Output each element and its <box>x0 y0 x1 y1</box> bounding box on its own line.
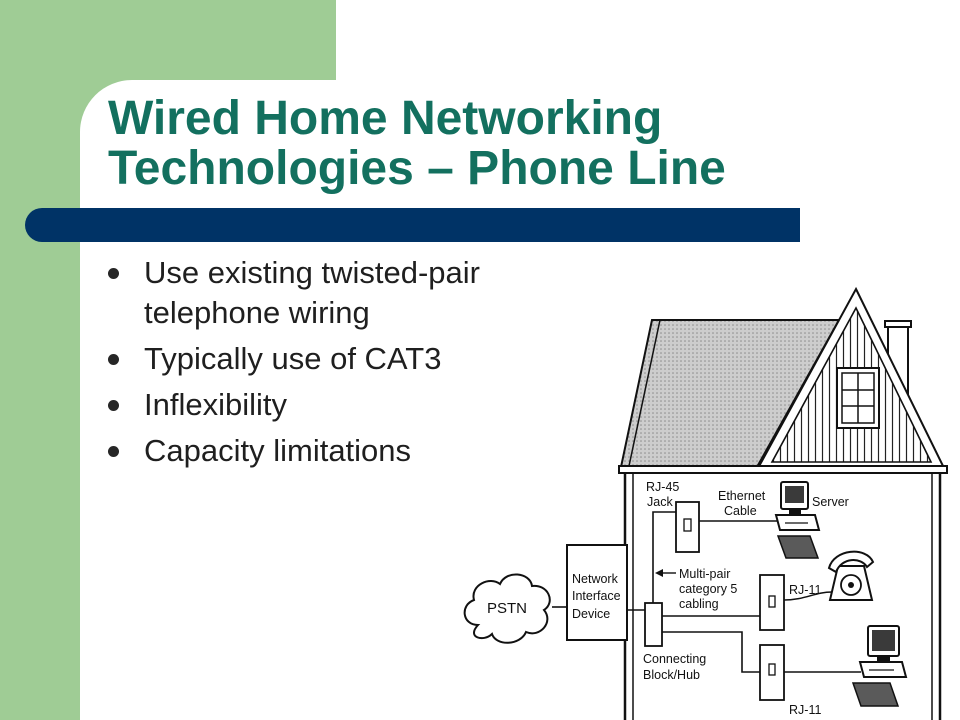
network-interface-device <box>566 544 628 641</box>
cabling-label-line: category 5 <box>679 582 737 596</box>
chimney-cap <box>884 320 912 328</box>
server-monitor-stand <box>789 509 801 514</box>
bullet-dot <box>108 446 119 457</box>
phone-cord <box>783 591 833 601</box>
rj45-label-line: Jack <box>647 495 673 509</box>
nid-label-line: Device <box>572 607 610 621</box>
green-sidebar <box>0 0 80 720</box>
cabling-label-line: cabling <box>679 597 719 611</box>
server-keyboard <box>776 535 820 559</box>
pstn-label: PSTN <box>487 600 527 617</box>
bullet-text: Inflexibility <box>144 387 287 422</box>
workstation-keyboard <box>851 682 900 707</box>
phone-handset <box>827 550 875 574</box>
rj11-upper-plate <box>759 574 785 631</box>
computer-icon <box>851 625 908 707</box>
computer-icon <box>774 481 821 559</box>
server-label: Server <box>812 495 849 509</box>
bullet-dot <box>108 354 119 365</box>
nid-label-line: Network <box>572 572 619 586</box>
roof-edge-trim <box>628 319 661 467</box>
gable-window <box>836 367 880 429</box>
bullet-dot <box>108 268 119 279</box>
workstation-monitor-stand <box>877 656 890 661</box>
rj11-lower-port <box>768 663 776 676</box>
phone-dial-center <box>848 582 854 588</box>
workstation-screen <box>872 630 895 651</box>
cabling-arrow-head <box>655 569 663 577</box>
bullet-item: Use existing twisted-pair telephone wiri… <box>108 253 548 333</box>
cabling-label-line: Multi-pair <box>679 567 730 581</box>
telephone-icon <box>827 550 875 601</box>
rj11-upper-label: RJ-11 <box>789 583 821 597</box>
eave-band <box>618 465 948 474</box>
server-screen <box>785 486 804 503</box>
bullet-text: Use existing twisted-pair telephone wiri… <box>144 255 480 330</box>
ethernet-label-line: Cable <box>724 504 757 518</box>
connecting-block <box>644 602 663 647</box>
pstn-cloud <box>463 573 551 644</box>
bullet-list: Use existing twisted-pair telephone wiri… <box>108 247 548 471</box>
bullet-text: Capacity limitations <box>144 433 412 468</box>
title-underline-bar <box>25 208 800 242</box>
rj45-label-line: RJ-45 <box>646 480 679 494</box>
rj11-lower-label: RJ-11 <box>789 703 821 717</box>
cloud-icon: PSTN <box>463 573 551 644</box>
cable-to-lower-rj11 <box>662 631 760 673</box>
connecting-block-label-line: Block/Hub <box>643 668 700 682</box>
nid-label-line: Interface <box>572 589 621 603</box>
connecting-block-label-line: Connecting <box>643 652 706 666</box>
cable-to-rj45 <box>652 511 676 603</box>
rj11-upper-port <box>768 595 776 608</box>
bullet-item: Typically use of CAT3 <box>108 339 548 379</box>
bullet-text: Typically use of CAT3 <box>144 341 442 376</box>
rj45-jack-port <box>683 518 692 532</box>
bullet-item: Inflexibility <box>108 385 548 425</box>
ethernet-label-line: Ethernet <box>718 489 766 503</box>
bullet-dot <box>108 400 119 411</box>
bullet-item: Capacity limitations <box>108 431 548 471</box>
slide-title: Wired Home Networking Technologies – Pho… <box>108 92 726 195</box>
